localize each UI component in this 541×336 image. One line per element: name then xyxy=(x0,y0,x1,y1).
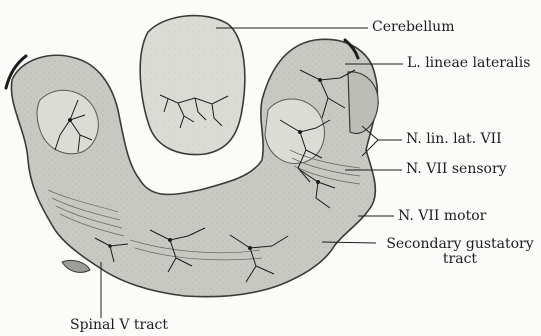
label-n-vii-motor: N. VII motor xyxy=(398,209,486,224)
label-secondary-gustatory-line2: tract xyxy=(380,252,540,267)
label-lobus-lineae-lateralis: L. lineae lateralis xyxy=(407,56,530,71)
label-n-vii-sensory: N. VII sensory xyxy=(406,162,507,177)
label-secondary-gustatory-line1: Secondary gustatory xyxy=(380,237,540,252)
label-spinal-v-tract: Spinal V tract xyxy=(70,318,168,333)
cerebellum-lobe xyxy=(140,16,245,155)
label-cerebellum: Cerebellum xyxy=(372,20,454,35)
label-secondary-gustatory-tract: Secondary gustatory tract xyxy=(380,237,540,267)
label-n-lin-lat-vii: N. lin. lat. VII xyxy=(406,132,502,147)
